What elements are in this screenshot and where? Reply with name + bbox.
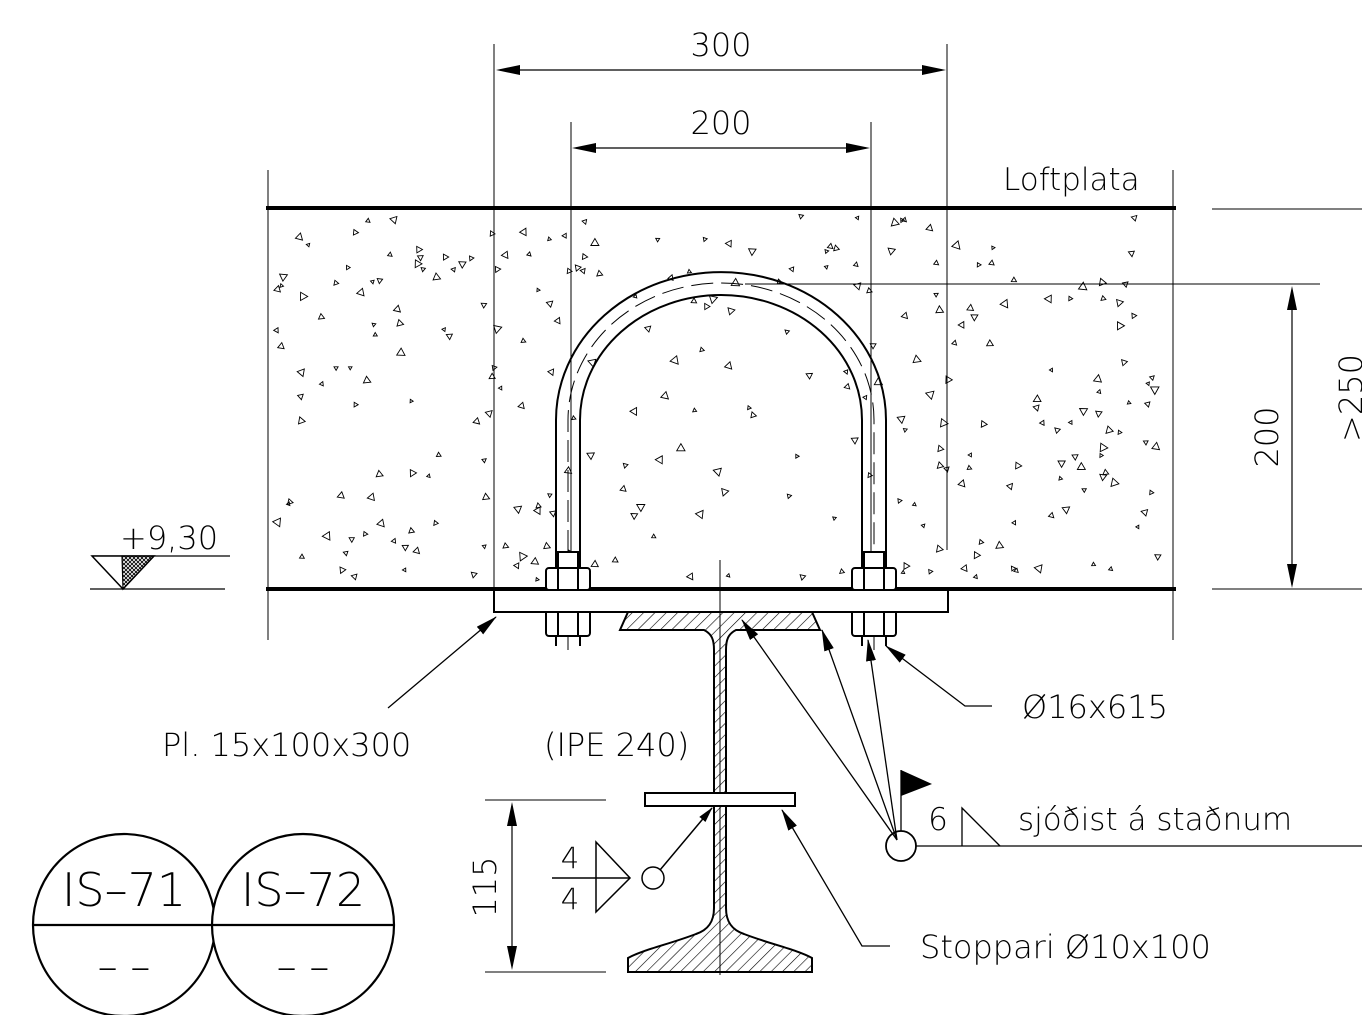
field-weld-flag-icon [901, 770, 932, 796]
weld-note: sjóðist á staðnum [1018, 802, 1292, 838]
concrete-aggregate [271, 213, 1162, 582]
dim-200-top-label: 200 [690, 104, 751, 142]
plate-label: Pl. 15x100x300 [162, 726, 411, 764]
ref1-detail: IS–71 [62, 863, 186, 917]
nut-right-lower [851, 609, 897, 646]
stopper-label: Stoppari Ø10x100 [920, 928, 1211, 966]
dimension-200-right: 200 [1248, 286, 1297, 588]
ref2-detail: IS–72 [241, 863, 365, 917]
dim-200-right-label: 200 [1248, 406, 1286, 467]
field-weld-leaders [741, 619, 1362, 862]
nut-left-upper [545, 551, 591, 591]
dimension-300: 300 [496, 26, 946, 75]
weld-bottom-value: 4 [561, 882, 579, 916]
weld-top-value: 4 [561, 841, 579, 875]
slab-label: Loftplata [1003, 162, 1140, 198]
dim-115-label: 115 [466, 856, 504, 917]
weld-symbol-fillet [552, 807, 713, 914]
bolt-label: Ø16x615 [1022, 688, 1168, 726]
dim-250-label: >250 [1332, 354, 1362, 442]
dimension-115: 115 [466, 799, 606, 973]
reference-bubble-is71: IS–71 – – [31, 832, 217, 1015]
base-plate [493, 589, 949, 613]
level-label: +9,30 [120, 519, 218, 557]
dimension-200-top: 200 [572, 104, 870, 153]
extension-lines [493, 44, 1362, 590]
nut-right-upper [851, 551, 897, 591]
weld-size: 6 [928, 802, 948, 838]
stopper-bar [644, 792, 796, 807]
ref2-sheet: – – [277, 944, 330, 990]
concrete-slab [266, 170, 1176, 640]
ref1-sheet: – – [98, 944, 151, 990]
leader-lines [387, 616, 992, 947]
beam-label: (IPE 240) [544, 726, 689, 764]
nut-left-lower [545, 609, 591, 646]
dim-300-label: 300 [690, 26, 751, 64]
reference-bubble-is72: IS–72 – – [210, 832, 396, 1015]
level-marker: +9,30 [90, 519, 230, 591]
